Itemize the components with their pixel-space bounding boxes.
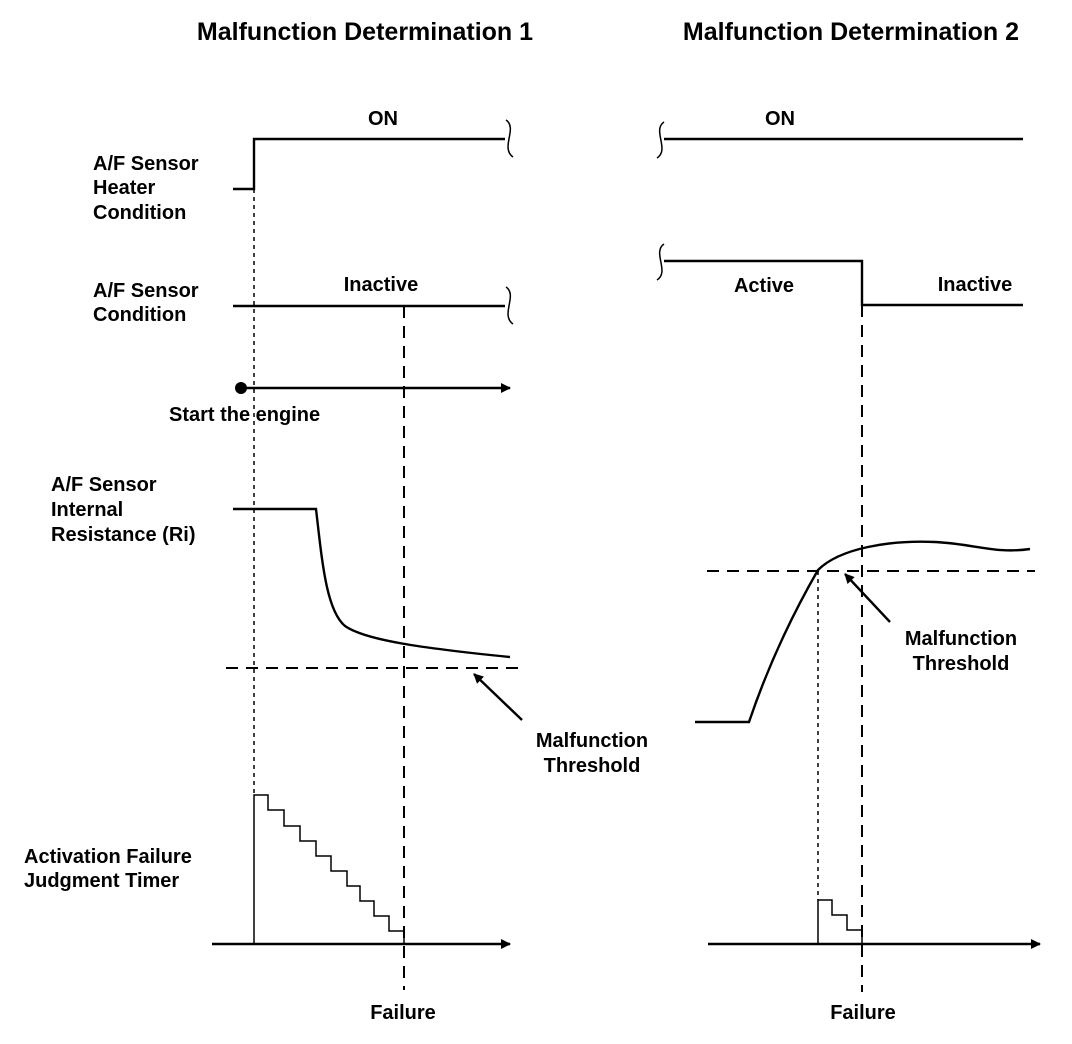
timer-label-line1: Activation Failure — [24, 846, 192, 868]
panel1-condition-break-mark — [505, 286, 514, 325]
panel1-threshold-label-line2: Threshold — [544, 755, 641, 777]
panel1-title: Malfunction Determination 1 — [197, 18, 533, 46]
panel1-threshold-label-line1: Malfunction — [536, 730, 648, 752]
panel2-timer-steps — [817, 899, 863, 944]
panel2-condition-break-mark — [656, 243, 665, 281]
heater-label-line1: A/F Sensor — [93, 153, 199, 175]
panel2-inactive-label: Inactive — [938, 274, 1012, 296]
panel2-heater-on-label: ON — [765, 108, 795, 130]
timer-label-line2: Judgment Timer — [24, 870, 179, 892]
panel1-failure-label: Failure — [370, 1002, 436, 1024]
panel2-threshold-pointer — [844, 573, 891, 623]
resistance-label-line1: A/F Sensor — [51, 474, 157, 496]
heater-label-line2: Heater — [93, 177, 155, 199]
panel1-threshold-pointer — [473, 673, 523, 721]
condition-label-line2: Condition — [93, 304, 186, 326]
panel1-start-engine-label: Start the engine — [169, 404, 320, 426]
panel1-resistance-curve — [233, 507, 511, 659]
panel2-threshold-label-line1: Malfunction — [905, 628, 1017, 650]
panel1-heater-signal — [233, 137, 505, 191]
panel2-threshold-label-line2: Threshold — [913, 653, 1010, 675]
panel1-heater-break-mark — [505, 119, 514, 158]
panel2-failure-label: Failure — [830, 1002, 896, 1024]
panel2-heater-break-mark — [656, 121, 665, 159]
heater-label-line3: Condition — [93, 202, 186, 224]
resistance-label-line2: Internal — [51, 499, 123, 521]
panel2-resistance-curve — [695, 540, 1031, 724]
condition-label-line1: A/F Sensor — [93, 280, 199, 302]
panel2-condition-signal — [664, 259, 1023, 307]
panel2-active-label: Active — [734, 275, 794, 297]
panel1-timer-steps — [253, 794, 405, 944]
panel2-title: Malfunction Determination 2 — [683, 18, 1019, 46]
panel1-inactive-label: Inactive — [344, 274, 418, 296]
panel1-heater-on-label: ON — [368, 108, 398, 130]
resistance-label-line3: Resistance (Ri) — [51, 524, 196, 546]
